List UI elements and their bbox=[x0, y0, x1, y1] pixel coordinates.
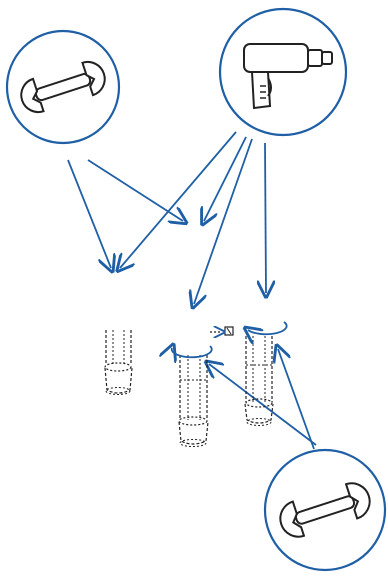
wrench-icon bbox=[279, 482, 371, 538]
drill-callout-top bbox=[218, 7, 348, 137]
wrench-callout-bottom bbox=[263, 448, 387, 572]
arrow bbox=[87, 159, 183, 221]
arrow bbox=[278, 349, 315, 450]
arrow bbox=[209, 364, 317, 446]
arrow bbox=[204, 136, 247, 221]
rotate-arrow bbox=[248, 321, 288, 334]
insert-part bbox=[210, 327, 234, 335]
rotate-arrow bbox=[172, 346, 213, 357]
drill-icon bbox=[243, 43, 333, 110]
wrench-callout-top bbox=[5, 29, 121, 145]
arrow bbox=[265, 142, 266, 293]
arrow bbox=[120, 131, 237, 268]
adjustable-foot-1 bbox=[104, 330, 133, 395]
arrow bbox=[194, 138, 253, 304]
adjustable-foot-3 bbox=[245, 321, 288, 426]
wrench-icon bbox=[20, 61, 106, 113]
instruction-arrows bbox=[67, 131, 317, 450]
arrow bbox=[67, 159, 111, 268]
adjustable-foot-2 bbox=[172, 346, 213, 447]
